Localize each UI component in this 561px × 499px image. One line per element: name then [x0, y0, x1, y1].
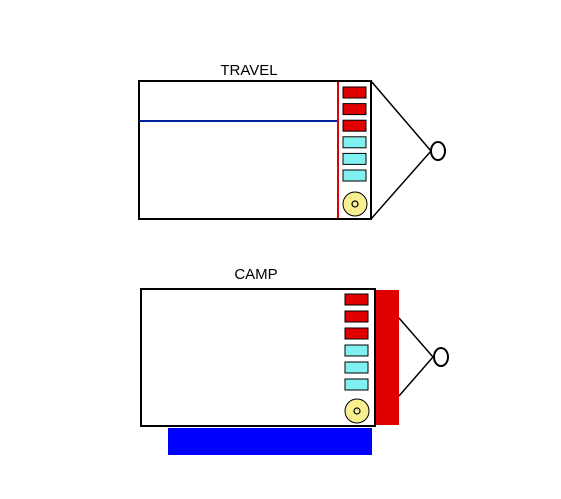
camp-indicator-light-1 [344, 293, 369, 306]
camp-knob-center [353, 407, 361, 415]
camp-title: CAMP [234, 266, 277, 283]
travel-indicator-light-5 [342, 152, 367, 165]
camp-side-slide [375, 290, 399, 425]
travel-indicator-light-1 [342, 86, 367, 99]
camp-indicator-light-4 [344, 344, 369, 357]
camp-knob-outer [344, 398, 370, 424]
camp-indicator-light-5 [344, 361, 369, 374]
travel-indicator-lights [342, 86, 367, 182]
camp-hitch-coupler [433, 347, 449, 367]
camp-indicator-lights [344, 293, 369, 391]
travel-diagram: TRAVEL [138, 62, 446, 220]
camp-indicator-light-2 [344, 310, 369, 323]
camp-hitch-frame [398, 317, 434, 397]
travel-hitch-coupler [430, 141, 446, 161]
travel-indicator-light-3 [342, 119, 367, 132]
travel-indicator-light-2 [342, 103, 367, 116]
camp-indicator-light-3 [344, 327, 369, 340]
camp-trailer-body [140, 288, 376, 427]
travel-title: TRAVEL [220, 62, 277, 79]
travel-knob-outer [342, 191, 368, 217]
camp-knob [344, 398, 370, 424]
travel-hitch-frame [370, 80, 432, 220]
travel-trailer-body [138, 80, 372, 220]
travel-knob [342, 191, 368, 217]
camp-ground-slide [168, 428, 372, 455]
camp-indicator-light-6 [344, 378, 369, 391]
travel-indicator-light-4 [342, 136, 367, 149]
camp-diagram: CAMP [140, 266, 449, 455]
travel-knob-center [351, 200, 359, 208]
travel-indicator-light-6 [342, 169, 367, 182]
